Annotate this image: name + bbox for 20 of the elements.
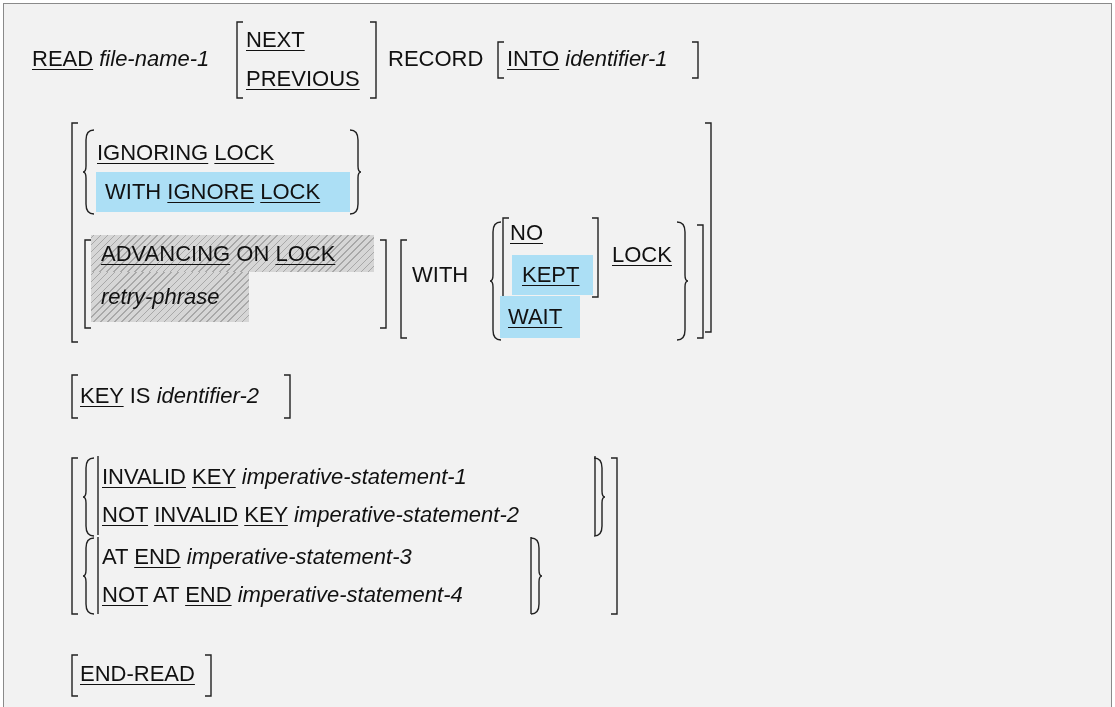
syntax-text: LOCK bbox=[612, 241, 672, 269]
syntax-text: PREVIOUS bbox=[246, 65, 360, 93]
syntax-text: INTO identifier-1 bbox=[507, 45, 668, 73]
highlighted-syntax-text: WAIT bbox=[500, 296, 580, 338]
syntax-text: AT END imperative-statement-3 bbox=[102, 543, 412, 571]
syntax-text: KEY IS identifier-2 bbox=[80, 382, 259, 410]
syntax-text: NOT AT END imperative-statement-4 bbox=[102, 581, 463, 609]
syntax-text: IGNORING LOCK bbox=[97, 139, 275, 167]
syntax-text: WITH bbox=[412, 261, 469, 289]
syntax-text: END-READ bbox=[80, 660, 195, 688]
syntax-text: RECORD bbox=[388, 45, 484, 73]
syntax-text: INVALID KEY imperative-statement-1 bbox=[102, 463, 467, 491]
hatched-syntax-text: retry-phrase bbox=[91, 272, 249, 322]
hatched-syntax-text: ADVANCING ON LOCK bbox=[91, 235, 374, 272]
syntax-text: NOT INVALID KEY imperative-statement-2 bbox=[102, 501, 519, 529]
syntax-text: READ file-name-1 bbox=[32, 45, 210, 73]
highlighted-syntax-text: KEPT bbox=[512, 255, 593, 295]
syntax-text: NO bbox=[510, 219, 543, 247]
highlighted-syntax-text: WITH IGNORE LOCK bbox=[96, 172, 350, 212]
syntax-text: NEXT bbox=[246, 26, 305, 54]
